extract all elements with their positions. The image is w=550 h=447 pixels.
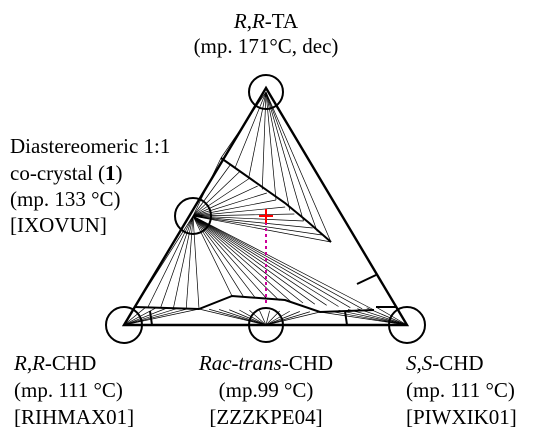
tie-line-cocrystal-upper: [192, 215, 322, 236]
tie-line-cocrystal-upper: [192, 171, 240, 217]
cross-marker: [259, 209, 273, 223]
tie-line-top: [265, 91, 291, 211]
boundary-left-liquidus: [134, 294, 375, 314]
cocrystal-refcode: [IXOVUN]: [10, 213, 107, 237]
tie-line-middle: [265, 310, 270, 326]
boundary-upper: [220, 157, 332, 243]
tie-line-middle: [265, 311, 311, 326]
cocrystal-line2: co-crystal (1): [10, 161, 123, 185]
tie-line-cocrystal-lower: [192, 215, 292, 303]
phase-boundaries: [134, 157, 397, 326]
tie-line-middle: [239, 309, 267, 326]
tie-line-right: [329, 310, 408, 326]
tie-line-cocrystal-upper: [192, 178, 249, 217]
middle-compound-refcode: [ZZZKPE04]: [209, 405, 322, 429]
tie-line-top: [265, 91, 304, 222]
circle-cocrystal: [174, 197, 212, 235]
circle-right: [388, 306, 426, 344]
tie-line-cocrystal-left: [160, 215, 194, 308]
tie-line-top: [234, 91, 267, 169]
tie-line-middle: [208, 308, 267, 326]
tie-line-top: [265, 91, 332, 243]
tie-line-middle: [265, 311, 321, 326]
right-compound-name: S,S-CHD: [406, 351, 484, 375]
left-compound-name: R,R-CHD: [13, 351, 96, 375]
tie-line-cocrystal-lower: [192, 215, 327, 306]
composition-circles: [105, 74, 426, 344]
left-compound-refcode: [RIHMAX01]: [14, 405, 134, 429]
tie-line-cocrystal-lower: [192, 215, 339, 307]
left-compound-mp: (mp. 111 °C): [14, 378, 123, 402]
triangle-outline: [121, 85, 410, 327]
tie-line-cocrystal-upper: [192, 215, 332, 243]
tie-line-cocrystal-left: [147, 215, 194, 308]
tie-line-cocrystal-upper: [192, 199, 277, 217]
top-compound-mp: (mp. 171°C, dec): [194, 34, 339, 58]
top-compound-name: R,R-TA: [233, 9, 299, 33]
tie-line-cocrystal-lower: [192, 215, 316, 305]
tie-line-cocrystal-left: [185, 215, 194, 309]
tie-line-cocrystal-lower: [192, 215, 245, 298]
tie-line-cocrystal-upper: [192, 206, 286, 217]
circle-left: [105, 306, 143, 344]
middle-compound-mp: (mp.99 °C): [219, 378, 314, 402]
middle-compound-name: Rac-trans-CHD: [198, 351, 333, 375]
tie-line-cocrystal-lower: [192, 215, 351, 308]
tie-line-left: [123, 308, 189, 326]
tie-line-top: [248, 91, 267, 180]
tie-line-middle: [229, 309, 267, 326]
tie-line-left: [123, 307, 168, 326]
boundary-short-left: [149, 310, 153, 326]
tie-line-cocrystal-left: [173, 215, 194, 309]
tie-line-cocrystal-upper: [192, 164, 231, 217]
cocrystal-line1: Diastereomeric 1:1: [10, 134, 170, 158]
tie-line-cocrystal-upper: [192, 192, 267, 217]
tie-line-cocrystal-lower: [192, 215, 375, 311]
tie-line-cocrystal-lower: [192, 215, 280, 301]
tie-line-right: [319, 311, 408, 326]
circle-top: [248, 74, 284, 110]
tie-lines: [123, 91, 408, 326]
tie-line-right: [357, 308, 408, 326]
circle-middle: [248, 307, 284, 343]
tie-line-cocrystal-upper: [192, 215, 313, 229]
tie-line-cocrystal-lower: [192, 215, 233, 297]
cocrystal-mp: (mp. 133 °C): [10, 187, 120, 211]
tie-line-cocrystal-lower: [192, 215, 256, 299]
tie-line-right: [347, 309, 408, 326]
right-compound-mp: (mp. 111 °C): [406, 378, 515, 402]
tie-line-middle: [198, 308, 267, 326]
tie-line-cocrystal-lower: [192, 215, 363, 310]
tie-line-middle: [259, 310, 267, 326]
tie-line-top: [265, 91, 277, 201]
tie-line-middle: [219, 309, 267, 326]
tie-line-cocrystal-upper: [192, 185, 258, 217]
tie-line-middle: [265, 310, 290, 326]
boundary-short-right: [344, 310, 348, 326]
tie-line-cocrystal-lower: [192, 215, 268, 300]
tie-line-left: [123, 308, 200, 326]
tie-line-cocrystal-upper: [192, 213, 295, 217]
tie-line-top: [265, 91, 318, 232]
tie-line-right: [338, 309, 408, 326]
tie-line-middle: [249, 309, 267, 326]
tie-line-cocrystal-left: [192, 215, 200, 310]
tie-line-cocrystal-lower: [192, 215, 304, 304]
tie-line-middle: [265, 311, 300, 326]
right-compound-refcode: [PIWXIK01]: [406, 405, 517, 429]
boundary-right-upper: [356, 274, 377, 285]
tie-line-left: [123, 307, 146, 326]
